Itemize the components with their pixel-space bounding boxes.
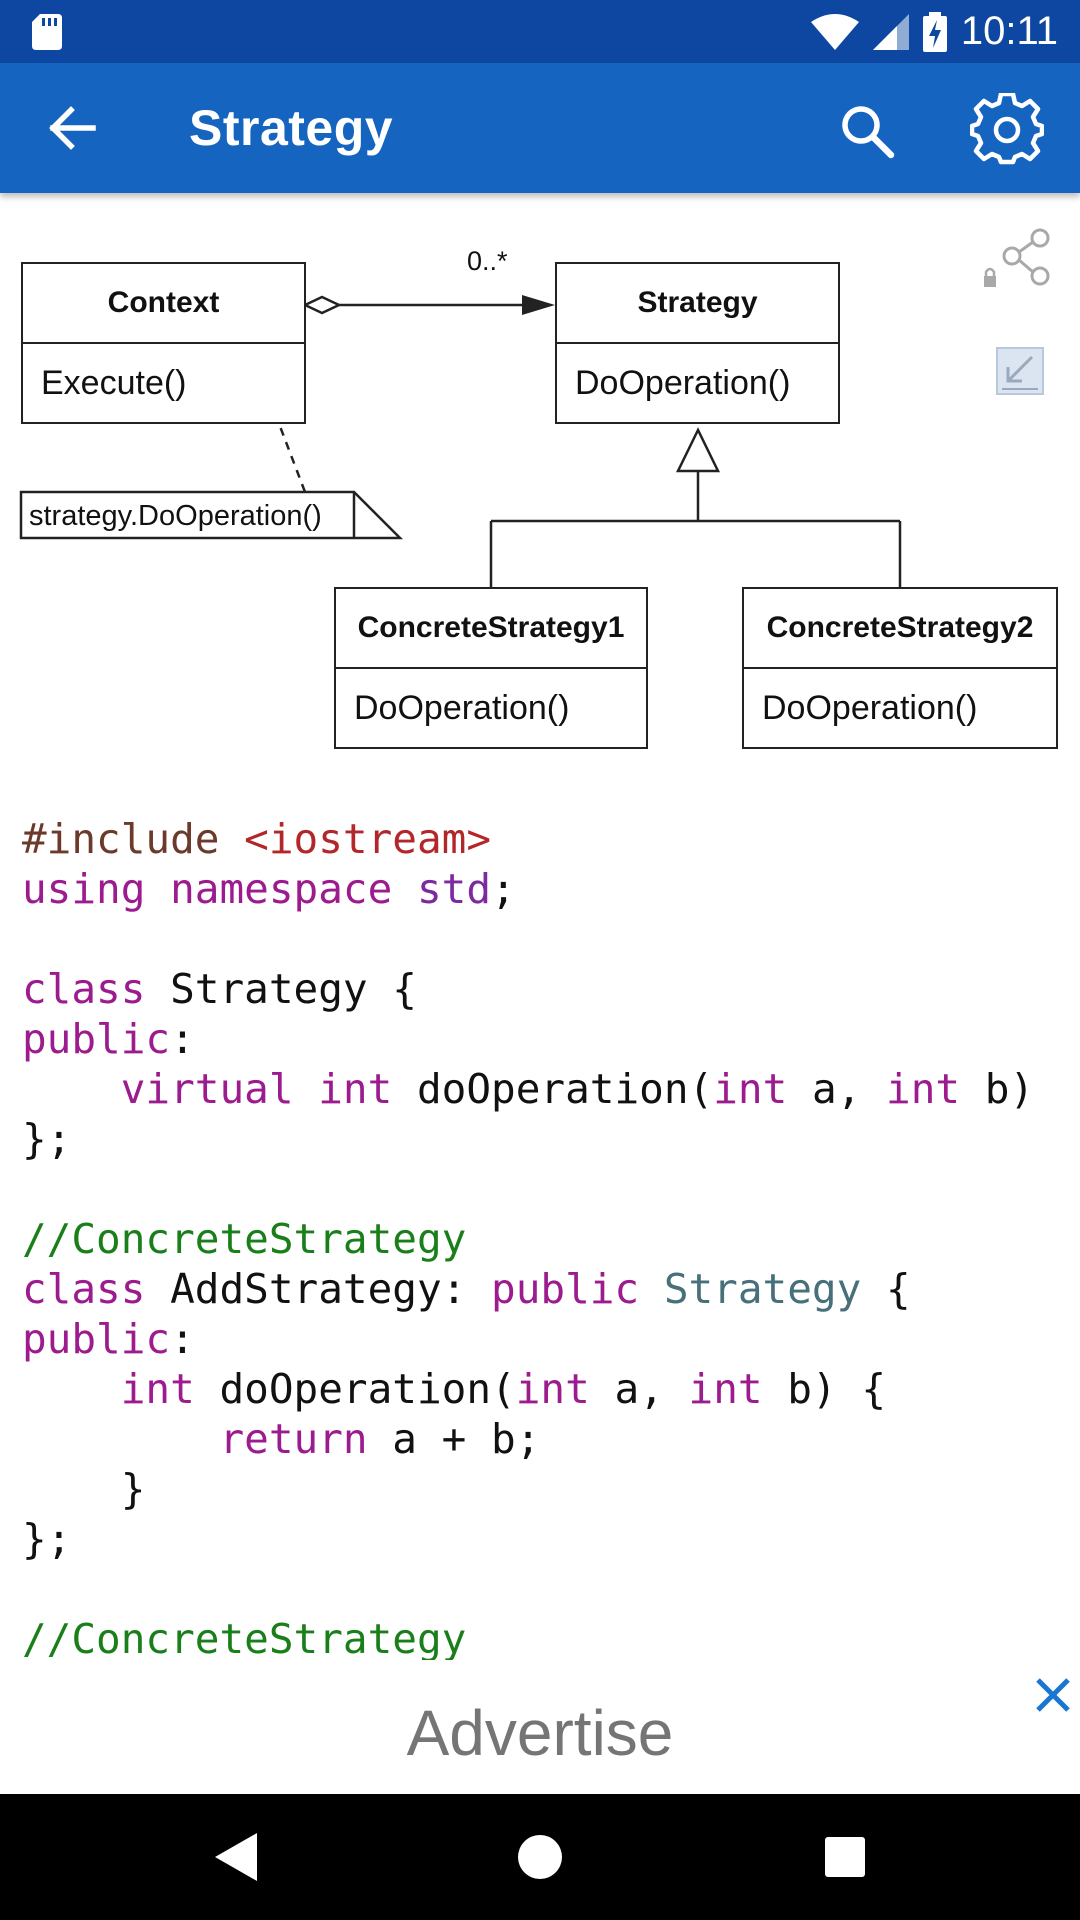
ad-banner[interactable]: Advertise [0, 1660, 1080, 1794]
code-comment: //ConcreteStrategy [22, 1615, 467, 1663]
back-button[interactable] [38, 100, 108, 156]
code-token: std [416, 865, 492, 913]
ad-close-button[interactable] [1024, 1666, 1080, 1722]
battery-charging-icon [922, 11, 947, 52]
code-token: namespace [170, 865, 393, 913]
share-button[interactable] [982, 228, 1056, 290]
code-token: doOperation( [416, 1065, 714, 1113]
system-nav-bar [0, 1794, 1080, 1920]
code-token: a, [614, 1365, 664, 1413]
status-time: 10:11 [960, 9, 1058, 53]
nav-recents-button[interactable] [815, 1827, 875, 1887]
code-token: int [886, 1065, 961, 1113]
square-recents-icon [825, 1837, 865, 1877]
code-token: int [318, 1065, 393, 1113]
uml-note: strategy.DoOperation() [29, 499, 322, 532]
page-title: Strategy [189, 100, 394, 156]
class-name: ConcreteStrategy2 [744, 589, 1056, 669]
search-button[interactable] [836, 100, 898, 162]
code-token: class [22, 965, 146, 1013]
sd-card-icon [32, 14, 62, 50]
arrow-down-left-icon [996, 347, 1044, 395]
code-token: : [170, 1015, 195, 1063]
class-method: DoOperation() [575, 363, 791, 402]
settings-button[interactable] [969, 91, 1045, 167]
triangle-back-icon [215, 1833, 257, 1881]
code-token: return [219, 1415, 368, 1463]
code-token: public [22, 1315, 171, 1363]
code-token: public [491, 1265, 640, 1313]
code-token: #include [22, 815, 220, 863]
uml-diagram: 0..* Context Execute() Strategy DoOperat… [0, 215, 1080, 775]
share-icon [984, 228, 1050, 287]
code-block: #include <iostream> using namespace std;… [22, 814, 1034, 1664]
code-token: b) { [787, 1365, 887, 1413]
code-token: virtual [120, 1065, 294, 1113]
circle-home-icon [518, 1835, 562, 1879]
multiplicity-label: 0..* [467, 246, 508, 276]
code-token: using [22, 865, 146, 913]
code-token: }; [22, 1515, 72, 1563]
code-token: int [120, 1365, 195, 1413]
wifi-icon [810, 13, 859, 50]
search-icon [842, 106, 895, 159]
code-comment: //ConcreteStrategy [22, 1215, 467, 1263]
app-toolbar: Strategy [0, 63, 1080, 193]
code-token: { [885, 1265, 911, 1313]
code-token: <iostream> [244, 815, 492, 863]
code-token: ; [491, 865, 516, 913]
code-token: : [170, 1315, 195, 1363]
nav-home-button[interactable] [510, 1827, 570, 1887]
code-token: int [688, 1365, 763, 1413]
arrow-left-icon [49, 106, 96, 150]
code-token: class [22, 1265, 146, 1313]
uml-class-context: Context Execute() [21, 262, 306, 424]
class-name: ConcreteStrategy1 [336, 589, 646, 669]
uml-class-strategy: Strategy DoOperation() [555, 262, 840, 424]
class-name: Context [23, 264, 304, 344]
code-token: } [120, 1465, 146, 1513]
code-token: AddStrategy: [170, 1265, 467, 1313]
code-token: Strategy [170, 965, 368, 1013]
code-token: public [22, 1015, 171, 1063]
status-bar: 10:11 [0, 0, 1080, 63]
uml-class-concrete-strategy-2: ConcreteStrategy2 DoOperation() [742, 587, 1058, 749]
code-token: { [392, 965, 417, 1013]
nav-back-button[interactable] [205, 1827, 265, 1887]
code-token: b) [984, 1065, 1035, 1113]
code-token: }; [22, 1115, 72, 1163]
class-method: Execute() [41, 363, 187, 402]
code-token: Strategy [663, 1265, 862, 1313]
collapse-image-button[interactable] [996, 347, 1044, 395]
code-token: a, [811, 1065, 862, 1113]
code-token: int [515, 1365, 590, 1413]
code-token: int [713, 1065, 788, 1113]
class-name: Strategy [557, 264, 838, 344]
uml-class-concrete-strategy-1: ConcreteStrategy1 DoOperation() [334, 587, 648, 749]
ad-text: Advertise [406, 1697, 674, 1769]
code-token: a + b; [392, 1415, 541, 1463]
gear-icon [969, 91, 1045, 165]
class-method: DoOperation() [762, 688, 978, 727]
class-method: DoOperation() [354, 688, 570, 727]
close-icon [1036, 1678, 1070, 1712]
signal-icon [872, 13, 909, 50]
code-token: doOperation( [219, 1365, 516, 1413]
